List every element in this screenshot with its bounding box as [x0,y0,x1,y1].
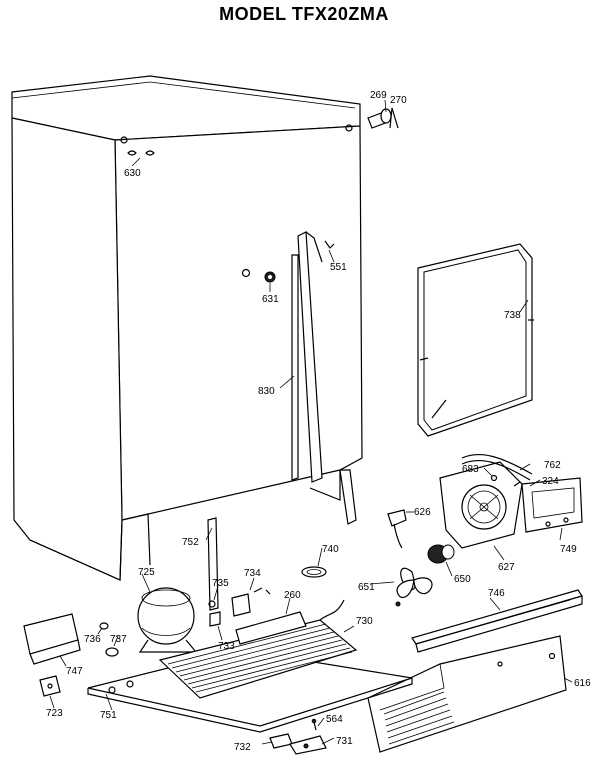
label-731: 731 [336,736,353,747]
plug-631 [264,271,276,283]
label-746: 746 [488,588,505,599]
grommet-737 [105,647,119,657]
clip-324 [513,481,521,487]
label-725: 725 [138,567,155,578]
label-616: 616 [574,678,591,689]
bracket-752 [207,517,219,611]
label-631: 631 [262,294,279,305]
label-762: 762 [544,460,561,471]
label-270: 270 [390,95,407,106]
relay-734 [231,587,271,617]
label-830: 830 [258,386,275,397]
label-738: 738 [504,310,521,321]
label-736: 736 [84,634,101,645]
bracket-626 [387,509,407,549]
label-627: 627 [498,562,515,573]
label-626: 626 [414,507,431,518]
label-650: 650 [454,574,471,585]
bracket-731 [289,735,327,755]
label-723: 723 [46,708,63,719]
relay-cover-733 [209,611,221,627]
label-651: 651 [358,582,375,593]
label-752: 752 [182,537,199,548]
fan-blade-651 [395,567,433,607]
part-labels: 269 270 630 551 631 738 830 683 762 324 … [46,90,591,753]
grommet-269-270 [367,107,399,129]
label-269: 269 [370,90,387,101]
grille-616 [367,635,567,753]
fan-shroud-627 [439,461,523,549]
label-630: 630 [124,168,141,179]
tube-762 [461,453,533,481]
label-324: 324 [542,476,559,487]
label-751: 751 [100,710,117,721]
label-735: 735 [212,578,229,589]
washer-736 [99,622,109,630]
label-747: 747 [66,666,83,677]
clip-551 [324,240,335,249]
cabinet-rear [11,75,363,581]
compressor-725 [137,587,198,653]
diagram-title: MODEL TFX20ZMA [219,4,389,24]
label-732: 732 [234,742,251,753]
label-740: 740 [322,544,339,555]
clamp-740 [301,566,327,578]
label-733: 733 [218,641,235,652]
cover-747 [23,613,81,665]
plate-732 [269,733,293,749]
fan-motor-650 [427,544,455,564]
rail-746 [411,589,583,653]
label-260: 260 [284,590,301,601]
label-564: 564 [326,714,343,725]
label-749: 749 [560,544,577,555]
gasket-738 [417,243,534,437]
label-734: 734 [244,568,261,579]
leader-lines [49,99,573,745]
label-730: 730 [356,616,373,627]
control-board-749 [521,477,583,533]
part-683 [490,474,498,482]
grommet-735 [208,600,216,608]
label-551: 551 [330,262,347,273]
bracket-260 [235,611,307,645]
label-737: 737 [110,634,127,645]
terminal-box-723 [39,675,61,697]
screw-564 [311,718,317,731]
label-683: 683 [462,464,479,475]
